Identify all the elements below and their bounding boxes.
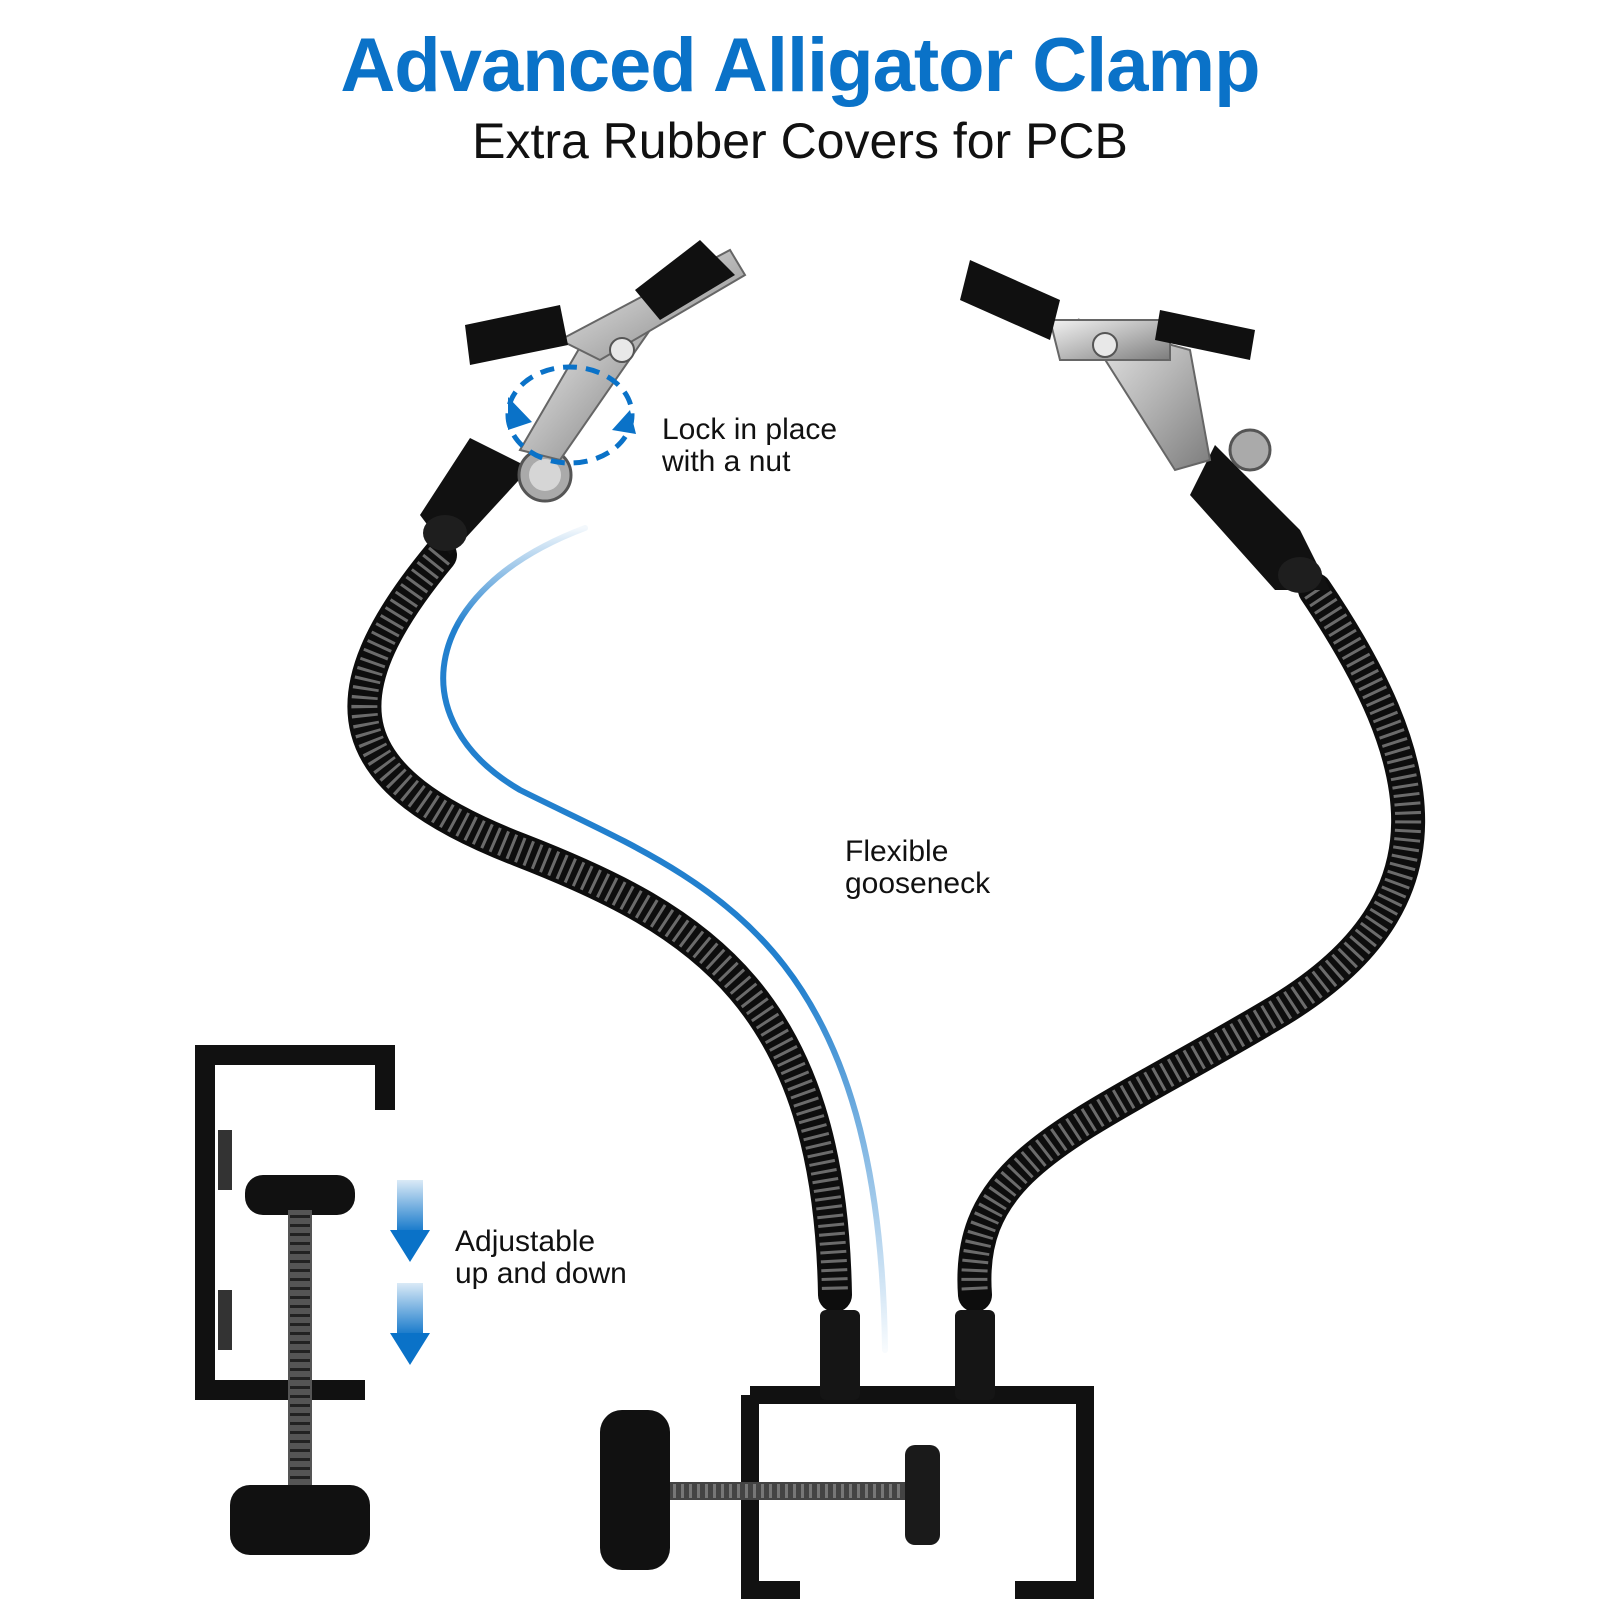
gooseneck-indicator-curve <box>440 525 888 1353</box>
page-title: Advanced Alligator Clamp <box>340 23 1260 108</box>
right-alligator-clip <box>960 260 1330 593</box>
adjust-callout-line2: up and down <box>455 1257 627 1290</box>
rotate-arrows-icon <box>505 364 636 466</box>
adjust-callout: Adjustable up and down <box>455 1226 627 1290</box>
lock-callout-line1: Lock in place <box>662 413 838 446</box>
adjust-callout-line1: Adjustable <box>455 1225 596 1258</box>
gooseneck-callout-line1: Flexible <box>845 835 949 868</box>
left-alligator-clip <box>420 240 747 555</box>
right-gooseneck <box>957 573 1426 1312</box>
gooseneck-callout-line2: gooseneck <box>845 867 991 900</box>
page-subtitle: Extra Rubber Covers for PCB <box>472 113 1128 169</box>
down-arrow-icon <box>390 1283 430 1365</box>
base-clamp <box>600 1310 1094 1599</box>
gooseneck-callout: Flexible gooseneck <box>845 836 990 900</box>
left-gooseneck <box>347 538 852 1312</box>
lock-callout-line2: with a nut <box>662 445 791 478</box>
detail-clamp <box>195 1045 395 1555</box>
down-arrow-icon <box>390 1180 430 1262</box>
lock-callout: Lock in place with a nut <box>662 414 837 478</box>
